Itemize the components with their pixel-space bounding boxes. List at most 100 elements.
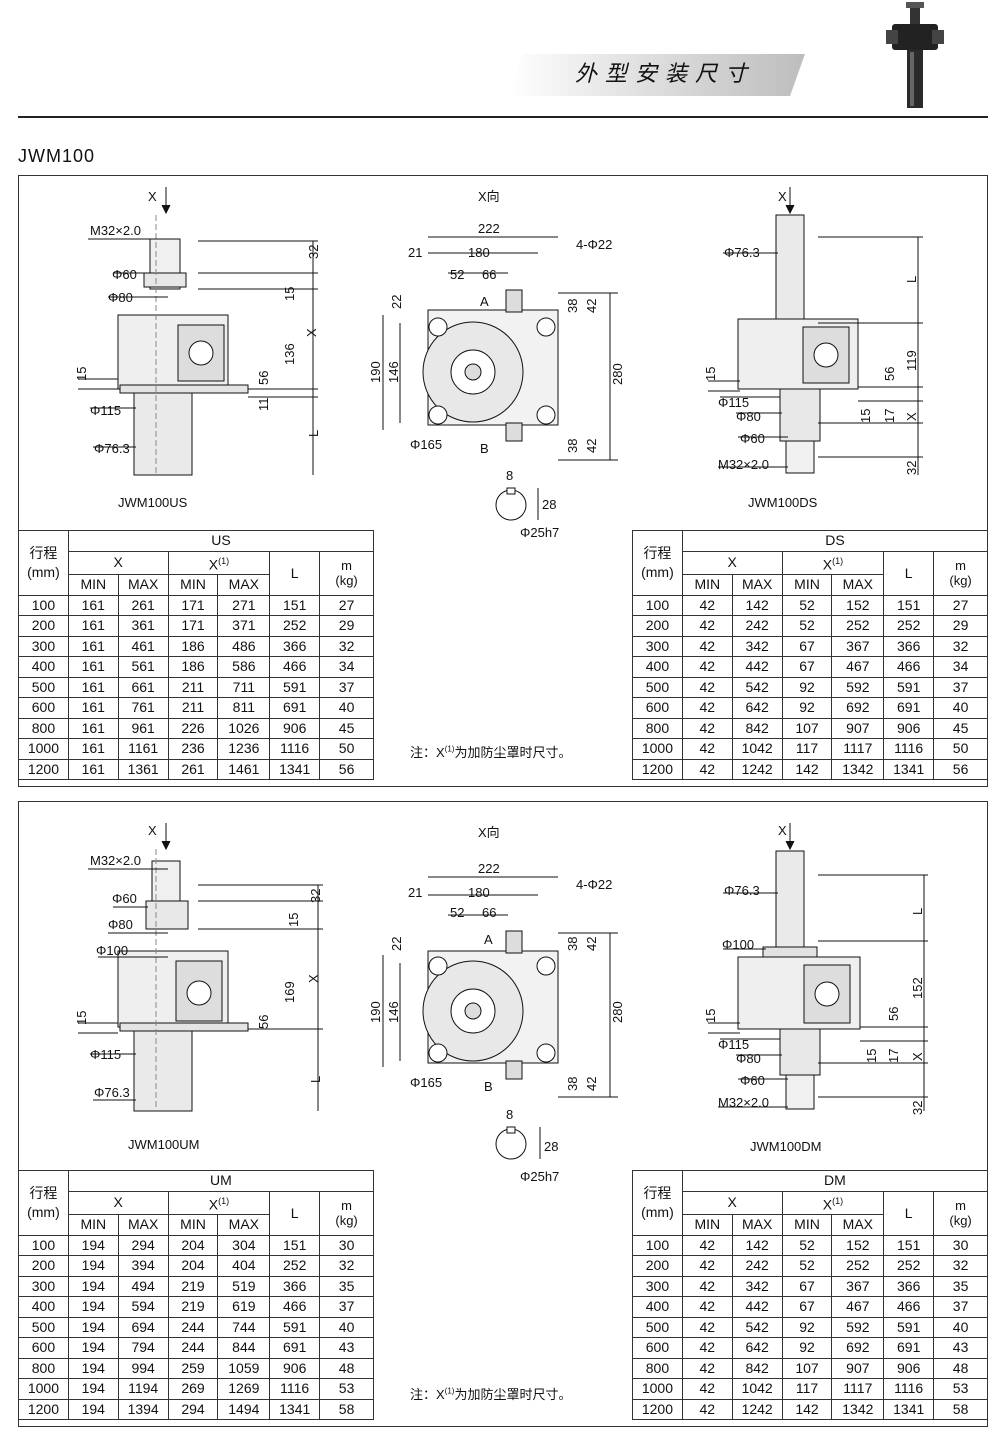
- stroke-cell: 200: [18, 1255, 69, 1277]
- value-cell: 1194: [117, 1378, 169, 1400]
- value-cell: 466: [883, 656, 935, 678]
- header-mass: m(kg): [319, 1190, 374, 1236]
- dim-280: 280: [610, 1001, 625, 1023]
- value-cell: 34: [319, 656, 374, 678]
- dim-42: 42: [584, 937, 599, 951]
- dim-l-right: L: [910, 908, 925, 915]
- header-min: MIN: [67, 574, 119, 596]
- value-cell: 1461: [217, 758, 271, 781]
- dim-phi60: Φ60: [112, 267, 137, 282]
- value-cell: 58: [319, 1398, 374, 1421]
- value-cell: 151: [883, 1234, 935, 1257]
- value-cell: 906: [269, 1357, 321, 1380]
- dim-180: 180: [468, 885, 490, 900]
- header-mass: m(kg): [933, 550, 988, 596]
- value-cell: 42: [681, 758, 733, 781]
- value-cell: 367: [831, 635, 885, 658]
- value-cell: 107: [781, 1357, 833, 1380]
- dim-phi76: Φ76.3: [94, 1085, 130, 1100]
- header-stroke: 行程(mm): [632, 1170, 683, 1236]
- value-cell: 1117: [831, 1378, 885, 1400]
- stroke-cell: 400: [632, 656, 683, 678]
- value-cell: 50: [319, 738, 374, 760]
- stroke-cell: 800: [632, 717, 683, 740]
- value-cell: 592: [831, 676, 885, 699]
- value-cell: 211: [167, 697, 219, 719]
- value-cell: 1242: [731, 758, 783, 781]
- dim-thread-right: M32×2.0: [718, 1095, 769, 1110]
- dim-15b-right: 15: [703, 367, 718, 381]
- dim-thread-right: M32×2.0: [718, 457, 769, 472]
- value-cell: 691: [269, 1337, 321, 1359]
- value-cell: 466: [269, 656, 321, 678]
- value-cell: 261: [117, 594, 169, 617]
- x-arrow-label: X: [148, 189, 157, 204]
- dim-146: 146: [386, 1001, 401, 1023]
- dim-15b: 15: [74, 1011, 89, 1025]
- key-depth: 28: [542, 497, 556, 512]
- stroke-cell: 800: [632, 1357, 683, 1380]
- value-cell: 161: [67, 656, 119, 678]
- value-cell: 45: [319, 717, 374, 740]
- value-cell: 194: [67, 1337, 119, 1359]
- shaft-dia: Φ25h7: [520, 525, 559, 540]
- value-cell: 42: [681, 1398, 733, 1421]
- value-cell: 366: [883, 1275, 935, 1298]
- value-cell: 252: [269, 615, 321, 637]
- header-l: L: [269, 1190, 321, 1236]
- value-cell: 52: [781, 615, 833, 637]
- value-cell: 642: [731, 1337, 783, 1359]
- header-min: MIN: [781, 574, 833, 596]
- value-cell: 252: [883, 615, 935, 637]
- stroke-cell: 300: [18, 635, 69, 658]
- value-cell: 519: [217, 1275, 271, 1298]
- header-max: MAX: [217, 574, 271, 596]
- header-l: L: [883, 1190, 935, 1236]
- dim-phi165: Φ165: [410, 437, 442, 452]
- value-cell: 29: [319, 615, 374, 637]
- dim-66: 66: [482, 267, 496, 282]
- dim-280: 280: [610, 363, 625, 385]
- stroke-cell: 200: [632, 1255, 683, 1277]
- dim-32-right: 32: [904, 461, 919, 475]
- header-max: MAX: [731, 1214, 783, 1236]
- label-a: A: [484, 932, 493, 947]
- dim-38: 38: [565, 937, 580, 951]
- dim-17-right: 17: [886, 1049, 901, 1063]
- dim-phi80-right: Φ80: [736, 409, 761, 424]
- dim-height-right: 119: [904, 350, 919, 371]
- dim-190: 190: [368, 1001, 383, 1023]
- value-cell: 42: [681, 1296, 733, 1318]
- product-thumbnail-icon: [886, 2, 944, 108]
- value-cell: 366: [883, 635, 935, 658]
- value-cell: 42: [681, 697, 733, 719]
- value-cell: 58: [933, 1398, 988, 1421]
- stroke-cell: 600: [18, 1337, 69, 1359]
- value-cell: 194: [67, 1255, 119, 1277]
- header-l: L: [269, 550, 321, 596]
- value-cell: 211: [167, 676, 219, 699]
- value-cell: 67: [781, 635, 833, 658]
- stroke-cell: 500: [632, 676, 683, 699]
- dim-56: 56: [256, 371, 271, 385]
- value-cell: 117: [781, 1378, 833, 1400]
- header-mass: m(kg): [933, 1190, 988, 1236]
- header-code: US: [67, 530, 375, 552]
- value-cell: 404: [217, 1255, 271, 1277]
- value-cell: 592: [831, 1316, 885, 1339]
- value-cell: 186: [167, 656, 219, 678]
- value-cell: 92: [781, 1337, 833, 1359]
- value-cell: 1242: [731, 1398, 783, 1421]
- key-width: 8: [506, 468, 513, 483]
- stroke-cell: 100: [632, 1234, 683, 1257]
